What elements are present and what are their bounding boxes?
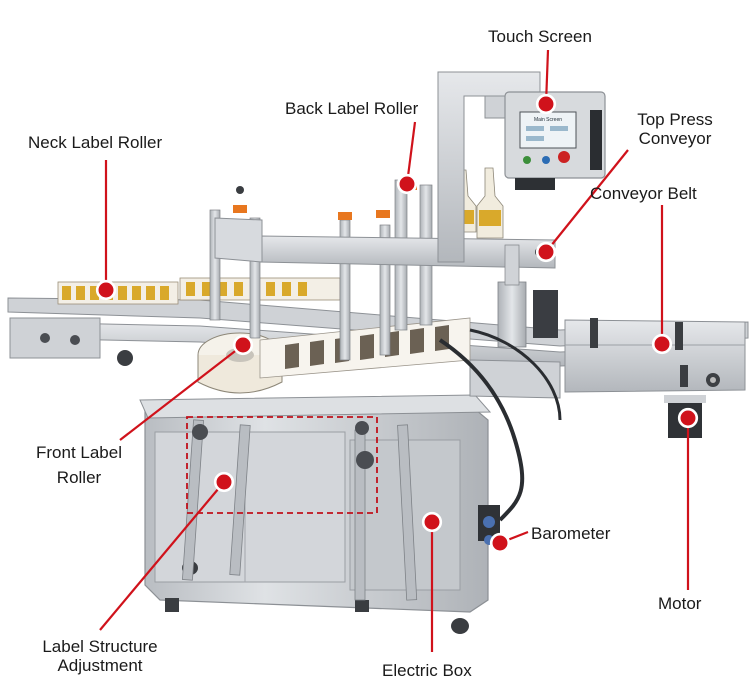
- leader-front-label-roller: [119, 334, 254, 441]
- screen-title: Main Screen: [534, 117, 562, 123]
- callout-front-label-roller-2: Roller: [56, 468, 102, 487]
- callout-back-label-roller: Back Label Roller: [285, 99, 419, 118]
- leader-top-press-conveyor: [535, 149, 629, 263]
- callout-motor: Motor: [658, 594, 702, 613]
- touch-screen-arm: [437, 71, 541, 263]
- leader-barometer: [489, 530, 529, 554]
- leader-label-structure: [99, 471, 235, 631]
- adjustment-cranks: [182, 419, 418, 601]
- bottles-left: [57, 277, 341, 305]
- leader-touch-screen: [535, 49, 557, 115]
- callout-label-structure-1: Label Structure: [42, 637, 158, 656]
- callout-label-structure-2: Adjustment: [57, 656, 143, 675]
- callout-conveyor-belt: Conveyor Belt: [590, 184, 697, 203]
- machine-illustration: Main Screen: [7, 71, 749, 634]
- top-press-conveyor-bar: [214, 217, 556, 269]
- label-structure-highlight: [186, 416, 378, 514]
- callout-top-press-conveyor-1: Top Press: [637, 110, 713, 129]
- right-assemblies: [438, 244, 706, 545]
- touch-screen-panel: Main Screen: [504, 91, 606, 190]
- leader-back-label-roller: [396, 121, 418, 195]
- leader-lines: [95, 49, 699, 652]
- callout-touch-screen: Touch Screen: [488, 27, 592, 46]
- callout-top-press-conveyor-2: Conveyor: [638, 129, 712, 148]
- callout-electric-box: Electric Box: [382, 661, 472, 680]
- callout-front-label-roller-1: Front Label: [36, 443, 122, 462]
- callout-neck-label-roller: Neck Label Roller: [28, 133, 163, 152]
- callout-barometer: Barometer: [531, 524, 611, 543]
